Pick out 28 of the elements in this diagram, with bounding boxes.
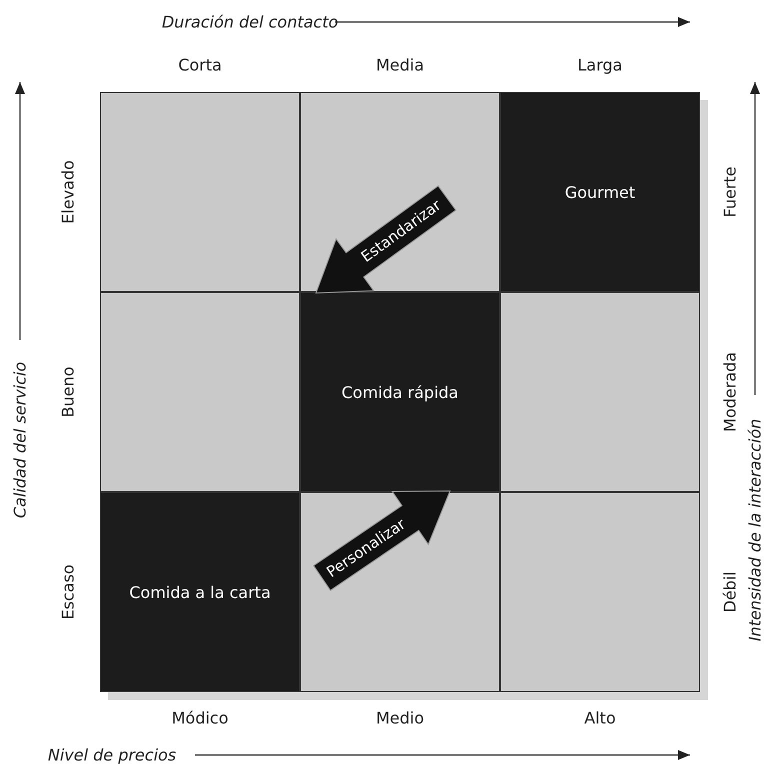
matrix-cell	[100, 292, 300, 492]
axis-label: Larga	[578, 56, 622, 74]
axis-label: Elevado	[58, 160, 78, 224]
axis-label: Alto	[584, 708, 616, 728]
axis-label: Media	[376, 56, 424, 74]
axis-label: Escaso	[58, 564, 78, 620]
axis-title: Calidad del servicio	[10, 362, 30, 518]
highlighted-cell	[300, 292, 500, 492]
cell-label: Comida rápida	[342, 382, 458, 402]
axis-label: Módico	[172, 708, 228, 728]
axis-title: Nivel de precios	[48, 746, 176, 764]
matrix-cell	[500, 292, 700, 492]
highlighted-cell	[100, 492, 300, 692]
block-arrow	[312, 490, 451, 592]
axis-label: Débil	[720, 571, 740, 613]
axis-label: Fuerte	[720, 166, 740, 218]
matrix-cell	[500, 492, 700, 692]
highlighted-cell	[500, 92, 700, 292]
cell-label: Gourmet	[564, 182, 636, 202]
axis-label: Medio	[376, 708, 424, 728]
block-arrow	[315, 185, 456, 294]
axis-label: Moderada	[720, 352, 740, 432]
cell-label: Comida a la carta	[129, 582, 271, 602]
axis-title: Intensidad de la interacción	[746, 418, 764, 642]
matrix-cell	[100, 92, 300, 292]
axis-label: Corta	[178, 56, 222, 74]
axis-label: Bueno	[58, 366, 78, 418]
axis-title: Duración del contacto	[162, 12, 338, 32]
